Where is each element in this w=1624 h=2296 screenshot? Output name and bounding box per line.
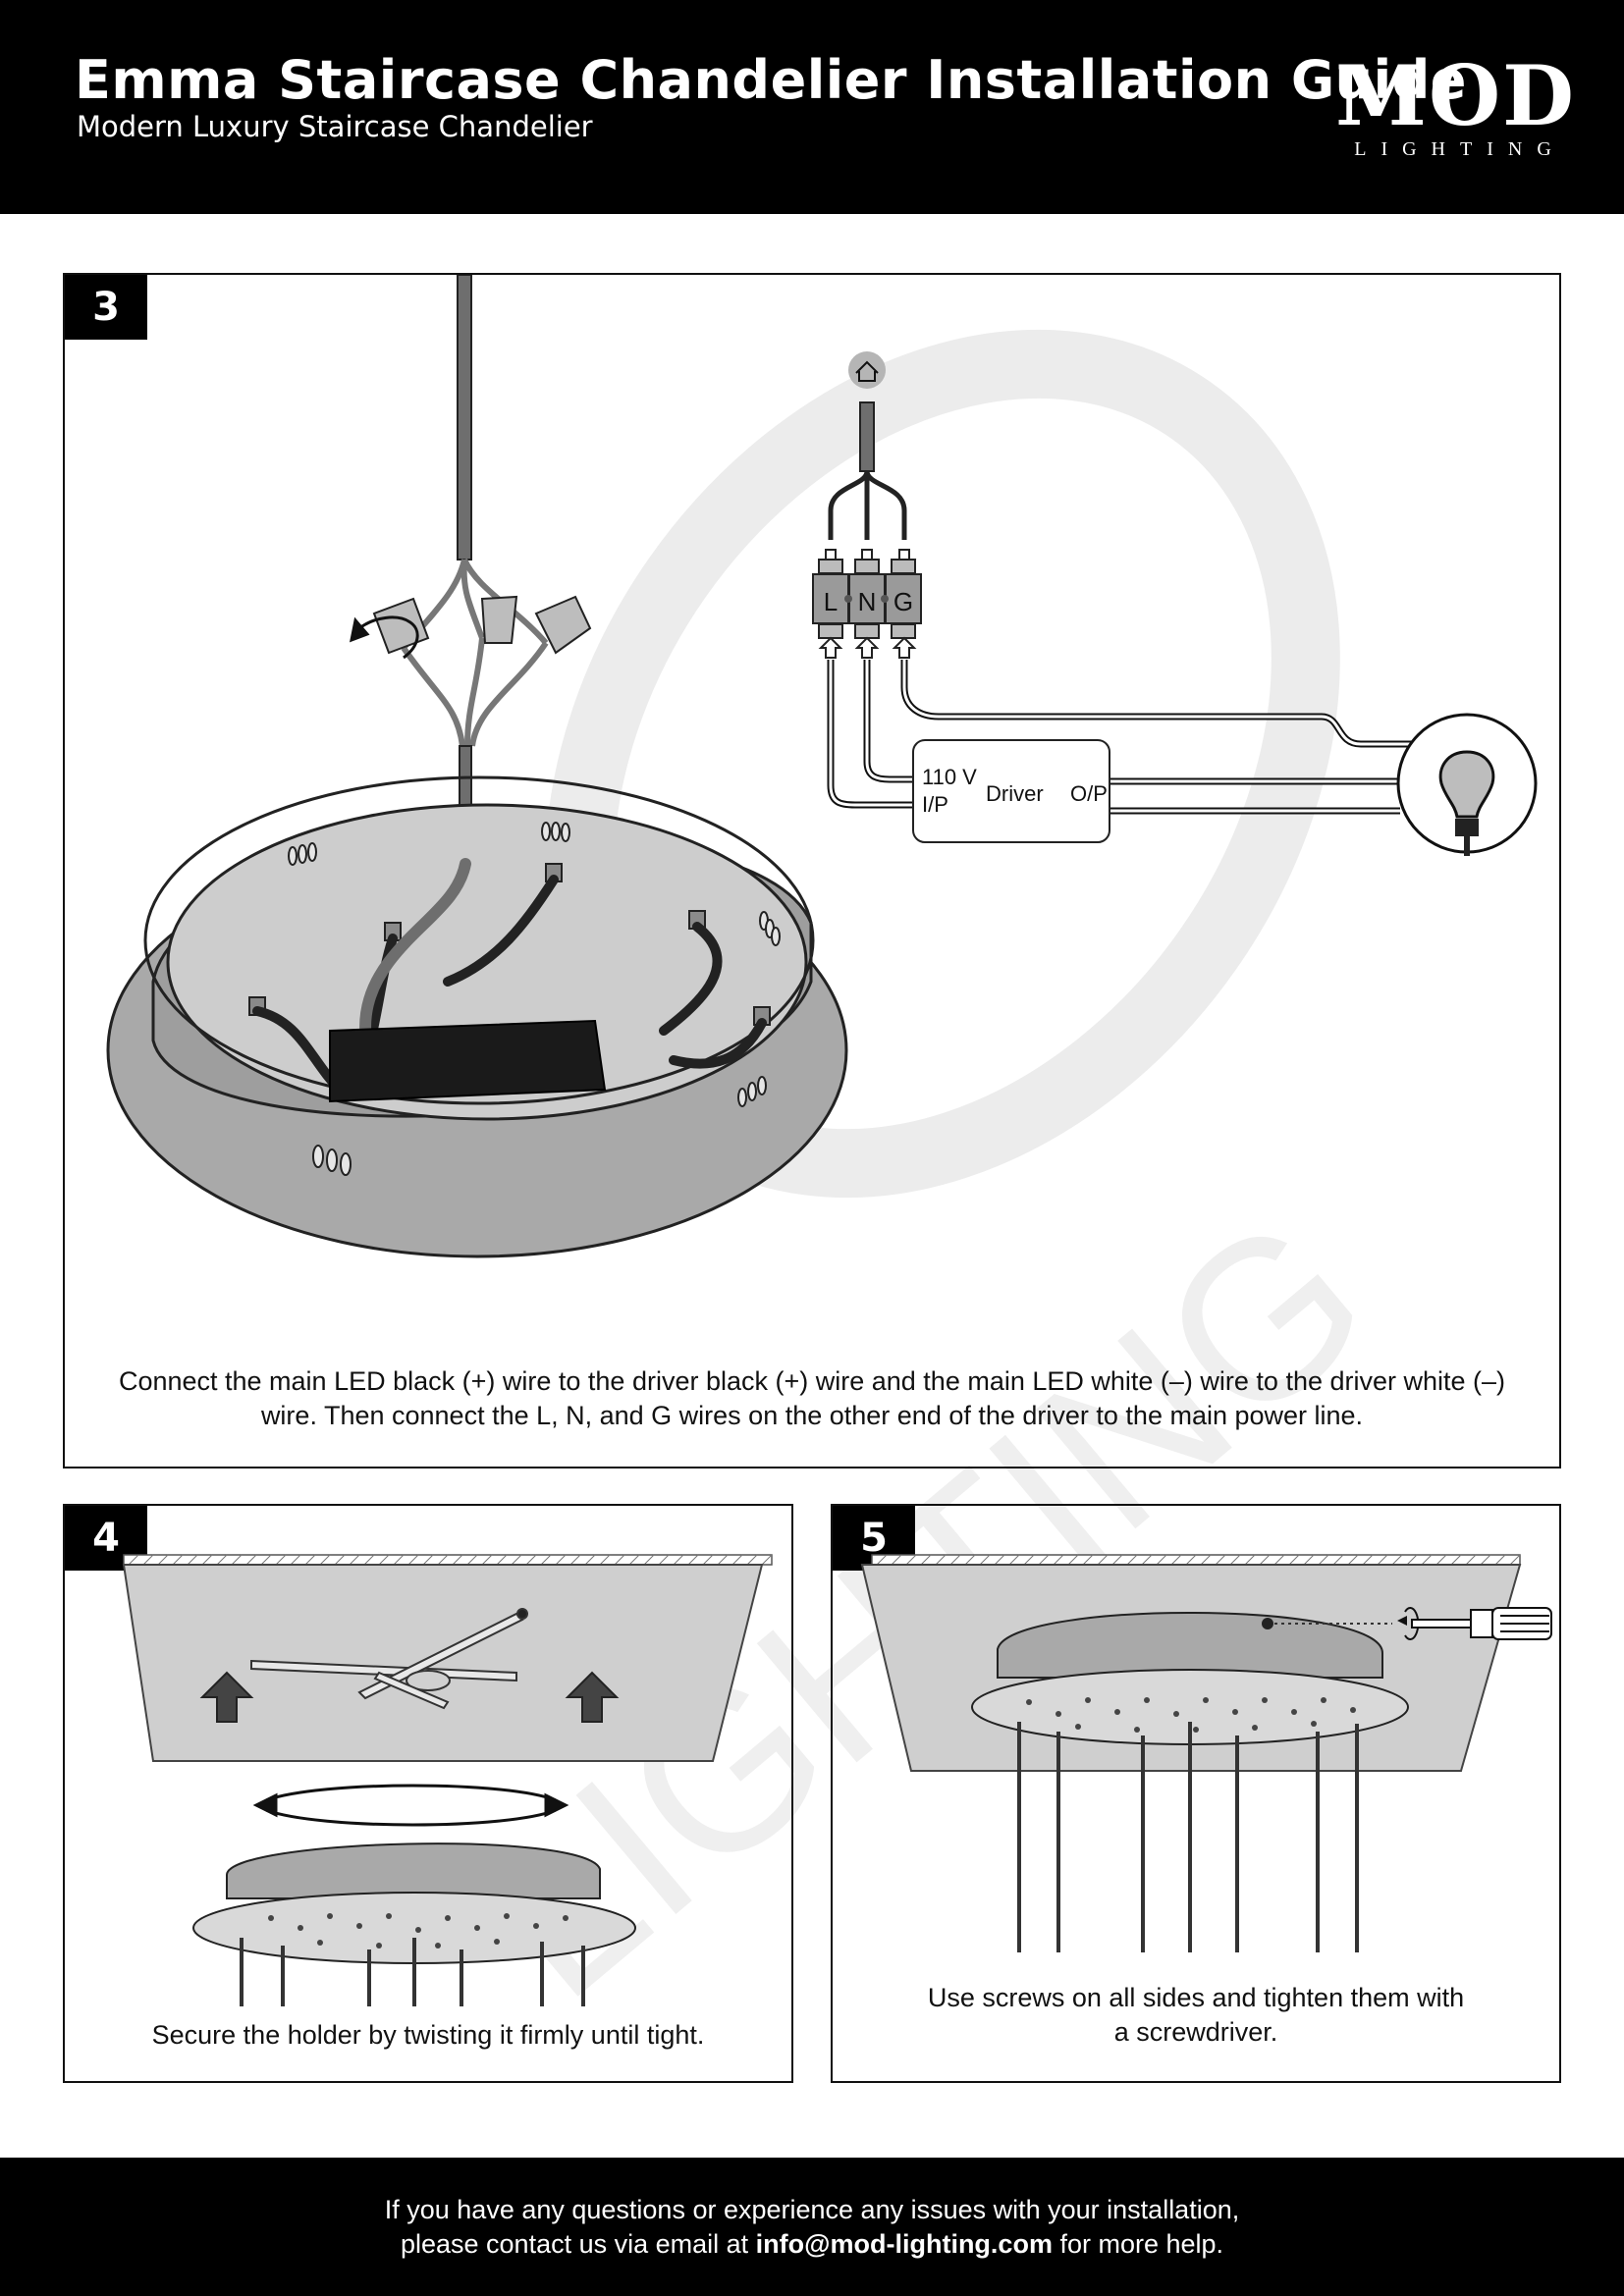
footer-line-2: please contact us via email at info@mod-… (0, 2227, 1624, 2262)
step-3-caption: Connect the main LED black (+) wire to t… (65, 1364, 1559, 1433)
twist-arrow-icon (349, 615, 419, 660)
light-bulb-icon (1396, 713, 1538, 856)
driver-label: Driver (986, 781, 1044, 806)
step-5-caption: Use screws on all sides and tighten them… (833, 1981, 1559, 2050)
footer-line-1: If you have any questions or experience … (384, 2195, 1240, 2224)
step-5-panel: 5 (831, 1504, 1561, 2083)
driver-output-label: O/P (1070, 781, 1108, 806)
step-3-caption-line-1: Connect the main LED black (+) wire to t… (118, 1366, 1506, 1396)
terminal-block: L N G (812, 559, 922, 639)
terminal-label-n: N (858, 587, 877, 616)
led-driver-box (329, 1019, 607, 1103)
up-arrow-icon (199, 1671, 620, 1723)
step-3-panel: 3 (63, 273, 1561, 1468)
page-subtitle: Modern Luxury Staircase Chandelier (77, 110, 593, 143)
logo-sub-text: LIGHTING (1354, 138, 1566, 160)
step-3-caption-line-2: wire. Then connect the L, N, and G wires… (260, 1401, 1364, 1430)
ceiling-surface (122, 1564, 764, 1762)
terminal-label-l: L (824, 587, 838, 616)
step-5-illustration (860, 1554, 1552, 1952)
brand-logo: MOD LIGHTING (1335, 47, 1576, 163)
wire-connector-right (534, 595, 592, 655)
page-footer: If you have any questions or experience … (0, 2158, 1624, 2296)
footer-line-2-suffix: for more help. (1052, 2229, 1224, 2259)
driver-diagram: 110 V I/P Driver O/P (912, 739, 1110, 843)
step-5-caption-line-1: Use screws on all sides and tighten them… (927, 1983, 1465, 2012)
driver-input-voltage: 110 V (922, 765, 977, 789)
screwdriver-icon (1397, 1607, 1552, 1640)
house-icon (848, 351, 886, 389)
logo-main-text: MOD (1335, 47, 1576, 144)
step-3-illustration: L N G 110 V I/P (106, 275, 1538, 1258)
twist-arrow-icon (252, 1784, 569, 1827)
footer-line-2-prefix: please contact us via email at (400, 2229, 756, 2259)
step-4-illustration (122, 1554, 773, 2006)
step-5-caption-line-2: a screwdriver. (1113, 2017, 1278, 2047)
mounting-bracket (250, 1608, 528, 1710)
page-header: Emma Staircase Chandelier Installation G… (0, 0, 1624, 214)
wire-connector-left (372, 597, 430, 655)
step-4-panel: 4 (63, 1504, 793, 2083)
wire-connector-middle (480, 595, 518, 644)
step-4-caption: Secure the holder by twisting it firmly … (151, 2020, 705, 2050)
page-title: Emma Staircase Chandelier Installation G… (75, 49, 1467, 111)
support-email-link[interactable]: info@mod-lighting.com (755, 2229, 1053, 2259)
driver-input-label: I/P (922, 792, 948, 817)
terminal-label-g: G (893, 587, 913, 616)
step-3-number: 3 (65, 275, 147, 340)
